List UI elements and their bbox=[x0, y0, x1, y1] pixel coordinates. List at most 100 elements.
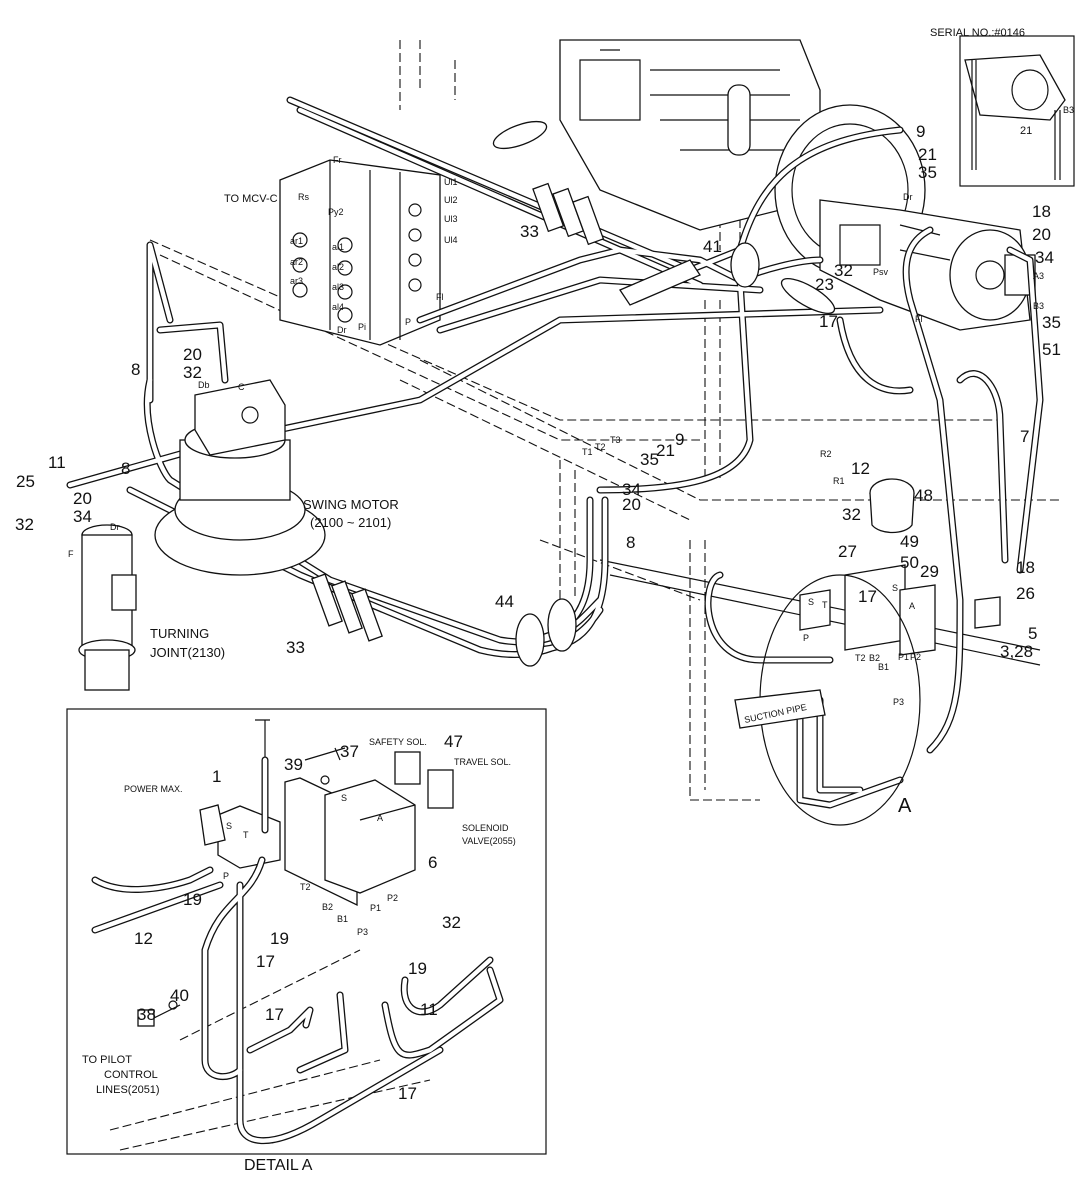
callout: 33 bbox=[520, 222, 539, 241]
to-pilot-label: TO PILOT bbox=[82, 1054, 132, 1066]
port-label: B3 bbox=[1033, 301, 1044, 311]
port-label: B2 bbox=[869, 653, 880, 663]
port-label: Ul4 bbox=[444, 235, 458, 245]
port-label: P bbox=[405, 317, 411, 327]
callout: 34 bbox=[622, 480, 641, 499]
port-label: S bbox=[808, 597, 814, 607]
callout: 17 bbox=[265, 1005, 284, 1024]
pipe-inner bbox=[957, 371, 1008, 563]
port-label: P2 bbox=[910, 652, 921, 662]
swing-motor-label: SWING MOTOR bbox=[303, 497, 399, 512]
hose-wraps bbox=[311, 182, 836, 667]
callout: 29 bbox=[920, 562, 939, 581]
pipe-inner bbox=[92, 882, 223, 933]
pipe-inner bbox=[1007, 247, 1043, 573]
callout: 40 bbox=[170, 986, 189, 1005]
main-callouts: 9 21 35 33 41 18 20 34 32 23 17 35 51 20… bbox=[15, 122, 1061, 661]
swing-motor bbox=[154, 379, 326, 576]
port-label: R1 bbox=[833, 476, 845, 486]
callout: 20 bbox=[622, 495, 641, 514]
callout: 9 bbox=[916, 122, 925, 141]
port-label: ar1 bbox=[290, 236, 303, 246]
pipe-inner bbox=[247, 1007, 313, 1053]
main-control-valve bbox=[279, 159, 441, 346]
pipe-inner bbox=[237, 882, 443, 1143]
port-label: C bbox=[238, 382, 245, 392]
pipe-inner bbox=[705, 572, 833, 663]
callout: 19 bbox=[270, 929, 289, 948]
pipe-inner bbox=[382, 967, 503, 1058]
turning-joint-label: TURNING bbox=[150, 626, 209, 641]
callout: 37 bbox=[340, 742, 359, 761]
port-label: Db bbox=[198, 380, 210, 390]
detail-a-labels: POWER MAX. SAFETY SOL. TRAVEL SOL. SOLEN… bbox=[82, 732, 516, 1174]
callout: 19 bbox=[408, 959, 427, 978]
pipe-inner bbox=[297, 107, 703, 288]
port-label: Rs bbox=[298, 192, 309, 202]
port-label: T bbox=[822, 600, 828, 610]
callout: 35 bbox=[640, 450, 659, 469]
callout: 1 bbox=[212, 767, 221, 786]
serial-inset bbox=[959, 35, 1075, 187]
pipe-outline bbox=[816, 696, 864, 794]
detail-a-marker: A bbox=[898, 795, 912, 817]
detail-a-pipes bbox=[91, 756, 504, 1145]
pipe-inner bbox=[903, 227, 963, 753]
callout: 18 bbox=[1032, 202, 1051, 221]
callout: 32 bbox=[442, 913, 461, 932]
callout: 32 bbox=[183, 363, 202, 382]
port-label: P3 bbox=[357, 927, 368, 937]
port-label: T bbox=[243, 830, 249, 840]
callout: 7 bbox=[1020, 427, 1029, 446]
callout: 38 bbox=[137, 1005, 156, 1024]
swing-motor-ref: (2100 ~ 2101) bbox=[310, 515, 391, 530]
pipe-inner bbox=[797, 697, 903, 808]
callout: 8 bbox=[626, 533, 635, 552]
callout: 47 bbox=[444, 732, 463, 751]
port-label: B1 bbox=[878, 662, 889, 672]
callout: 8 bbox=[121, 459, 130, 478]
callout: 49 bbox=[900, 532, 919, 551]
callout: 11 bbox=[420, 1000, 438, 1019]
pipe-inner bbox=[145, 377, 603, 645]
callout: 17 bbox=[819, 312, 838, 331]
callout: 3,28 bbox=[1000, 642, 1033, 661]
solenoid-label: SOLENOID bbox=[462, 823, 509, 833]
callout: 21 bbox=[918, 145, 937, 164]
callout: 5 bbox=[1028, 624, 1037, 643]
callout: 20 bbox=[1032, 225, 1051, 244]
port-label: Fr bbox=[333, 155, 342, 165]
pipe-inner bbox=[837, 317, 913, 394]
callout: 19 bbox=[183, 890, 202, 909]
callout: 35 bbox=[918, 163, 937, 182]
turning-joint bbox=[78, 524, 137, 691]
callout: 26 bbox=[1016, 584, 1035, 603]
port-label: T2 bbox=[595, 442, 606, 452]
port-label: B3 bbox=[1063, 105, 1074, 115]
port-label: Ul2 bbox=[444, 195, 458, 205]
callout: 48 bbox=[914, 486, 933, 505]
callout: 34 bbox=[73, 507, 92, 526]
callout: 27 bbox=[838, 542, 857, 561]
callout: 12 bbox=[134, 929, 153, 948]
port-label: P3 bbox=[893, 697, 904, 707]
callout: 20 bbox=[183, 345, 202, 364]
callout: 21 bbox=[1020, 125, 1032, 137]
pipe-inner bbox=[147, 242, 173, 403]
pipe-inner bbox=[402, 957, 493, 1015]
travel-sol-label: TRAVEL SOL. bbox=[454, 757, 511, 767]
callout: 50 bbox=[900, 553, 919, 572]
callout: 41 bbox=[703, 237, 722, 256]
port-label: S bbox=[341, 793, 347, 803]
pipe-inner bbox=[527, 497, 608, 653]
hydraulic-pipes bbox=[66, 96, 1044, 809]
port-label: T1 bbox=[582, 447, 593, 457]
port-label: Py2 bbox=[328, 207, 344, 217]
port-label: P bbox=[803, 633, 809, 643]
callout: 34 bbox=[1035, 248, 1054, 267]
main-pump bbox=[819, 199, 1036, 331]
port-label: Psv bbox=[873, 267, 889, 277]
turning-joint-ref: JOINT(2130) bbox=[150, 645, 225, 660]
detail-a-title: DETAIL A bbox=[244, 1157, 313, 1174]
